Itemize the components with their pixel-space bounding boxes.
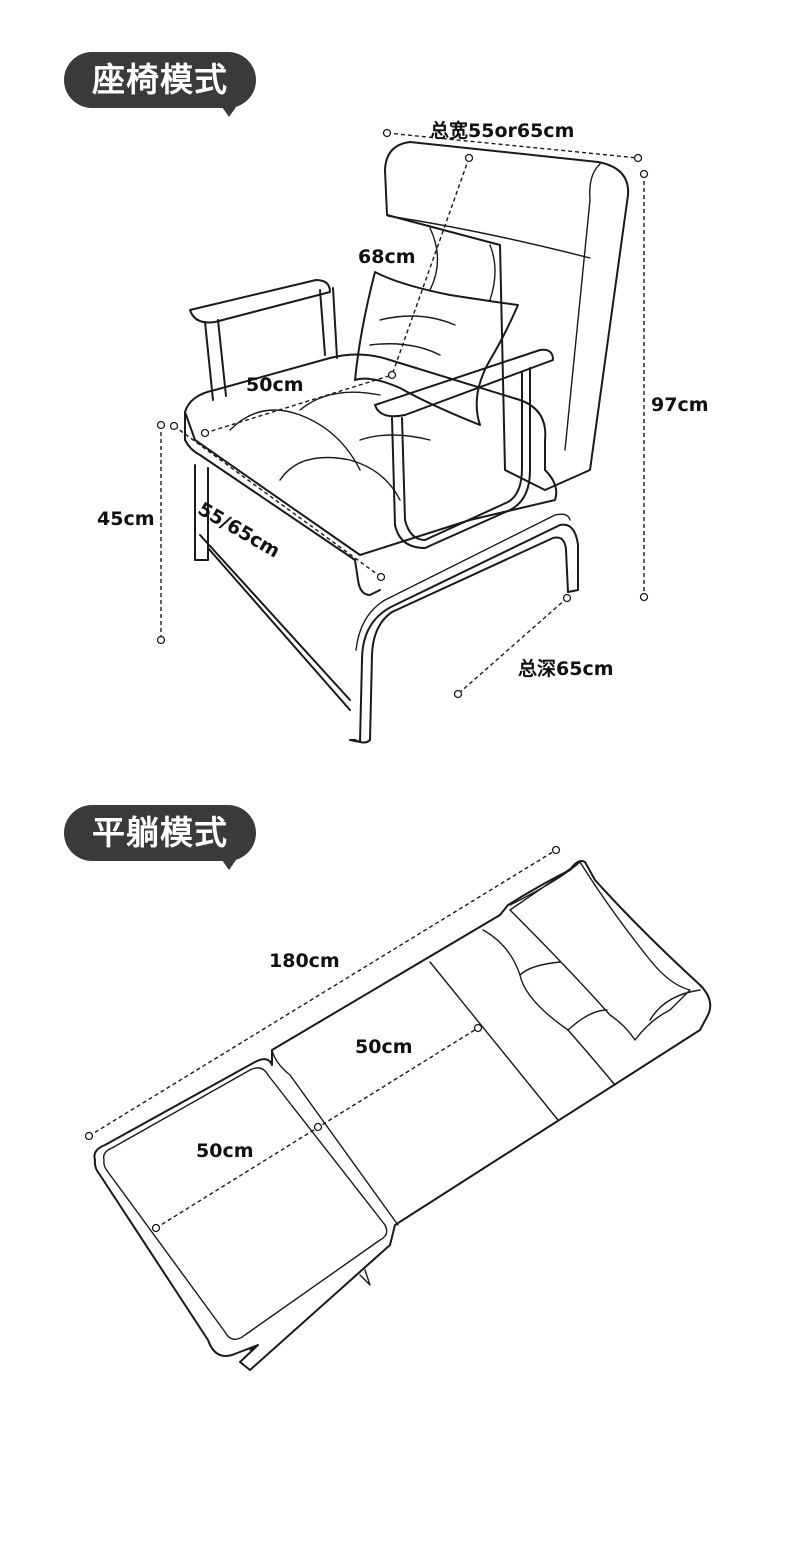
left-armrest-frame bbox=[204, 287, 338, 401]
width-upper-label: 50cm bbox=[355, 1036, 413, 1058]
total-depth-label: 总深65cm bbox=[518, 658, 614, 680]
dim-endpoint bbox=[453, 689, 463, 699]
flat-mode-title-badge: 平躺模式 bbox=[64, 805, 256, 870]
seat-depth-label: 50cm bbox=[246, 374, 304, 396]
seat-height-label: 45cm bbox=[97, 508, 155, 530]
dim-endpoint bbox=[464, 153, 474, 163]
flat-hinge-lower bbox=[249, 1269, 371, 1351]
total-width-label: 总宽55or65cm bbox=[430, 120, 575, 142]
chair-base-front-leg bbox=[349, 523, 579, 744]
seat-tuft-4 bbox=[359, 434, 431, 441]
left-armrest-pad bbox=[189, 279, 331, 324]
dim-endpoint bbox=[387, 370, 397, 380]
backrest-tuft bbox=[429, 227, 496, 301]
backrest-seam bbox=[387, 215, 591, 259]
seat-tuft-3 bbox=[279, 456, 401, 501]
dim-endpoint bbox=[376, 572, 386, 582]
backrest-height-label: 68cm bbox=[358, 246, 416, 268]
dim-endpoint bbox=[200, 428, 210, 438]
total-length-dim-line bbox=[88, 849, 557, 1137]
total-depth-dim-line bbox=[457, 597, 568, 695]
backrest-inner-edge bbox=[564, 163, 601, 451]
dim-endpoint bbox=[382, 128, 392, 138]
chair-backrest bbox=[384, 141, 630, 491]
seat-mode-title: 座椅模式 bbox=[92, 60, 228, 99]
flat-back-cushion-2 bbox=[567, 1029, 616, 1086]
seat-tuft-2 bbox=[299, 391, 381, 411]
right-armrest-pad bbox=[374, 348, 554, 418]
chair-seat-cushion bbox=[184, 353, 558, 556]
flat-outline bbox=[93, 860, 712, 1371]
chair-pillow bbox=[354, 271, 519, 426]
dim-endpoint bbox=[639, 592, 649, 602]
total-width-dim-line bbox=[386, 132, 639, 159]
dim-endpoint bbox=[313, 1122, 323, 1132]
dim-endpoint bbox=[151, 1223, 161, 1233]
seat-tuft-1 bbox=[229, 409, 361, 471]
dim-endpoint bbox=[169, 421, 179, 431]
dim-endpoint bbox=[562, 593, 572, 603]
seat-mode-title-badge: 座椅模式 bbox=[64, 52, 256, 117]
badge-pointer bbox=[222, 860, 236, 870]
chair-base-inner bbox=[355, 513, 571, 651]
dim-endpoint bbox=[639, 169, 649, 179]
right-armrest-frame bbox=[391, 367, 531, 549]
flat-mode-title: 平躺模式 bbox=[92, 813, 228, 852]
seat-front-face bbox=[184, 411, 381, 596]
dim-endpoint bbox=[84, 1131, 94, 1141]
total-height-label: 97cm bbox=[651, 394, 709, 416]
flat-seat-panel bbox=[271, 1049, 399, 1226]
seat-width-dim-line bbox=[173, 425, 382, 578]
flat-mode-illustration bbox=[84, 845, 712, 1371]
flat-foot-panel bbox=[102, 1067, 388, 1340]
badge-pointer bbox=[222, 107, 236, 117]
total-length-label: 180cm bbox=[269, 950, 340, 972]
dim-endpoint bbox=[156, 420, 166, 430]
dim-endpoint bbox=[473, 1023, 483, 1033]
dim-endpoint bbox=[156, 635, 166, 645]
dim-endpoint bbox=[633, 153, 643, 163]
flat-seat-back-divider bbox=[429, 961, 559, 1121]
chair-illustration bbox=[156, 128, 649, 744]
backrest-height-dim-line bbox=[391, 157, 470, 376]
dim-endpoint bbox=[551, 845, 561, 855]
flat-pillow bbox=[509, 861, 691, 1041]
chair-base-left-leg bbox=[194, 464, 209, 561]
chair-base-rail bbox=[199, 534, 351, 711]
seat-depth-dim-line bbox=[204, 374, 393, 434]
pillow-crease bbox=[369, 315, 456, 356]
width-lower-label: 50cm bbox=[196, 1140, 254, 1162]
flat-pillow-end bbox=[649, 989, 701, 1021]
